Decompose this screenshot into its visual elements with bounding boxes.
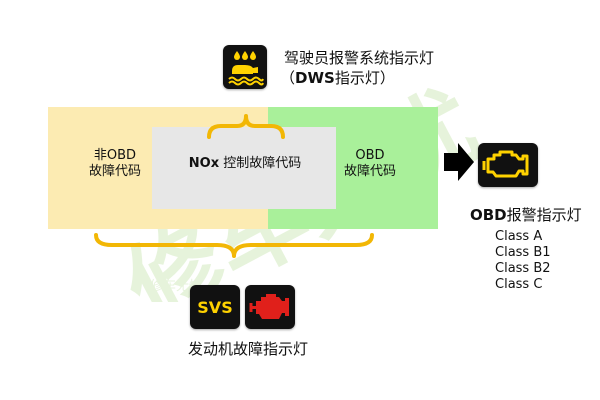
dws-subtitle-rest: 指示灯） bbox=[334, 69, 395, 87]
dws-subtitle-open: （ bbox=[280, 69, 296, 87]
obd-line1: OBD bbox=[355, 148, 385, 163]
dws-subtitle: （DWS指示灯） bbox=[280, 68, 395, 88]
obd-title-rest: 报警指示灯 bbox=[506, 206, 582, 224]
arrow-right-icon bbox=[444, 143, 474, 181]
obd-label: OBD 故障代码 bbox=[328, 148, 412, 180]
non-obd-label: 非OBD 故障代码 bbox=[80, 148, 150, 180]
brace-top-icon bbox=[207, 114, 285, 139]
svs-text: SVS bbox=[197, 297, 233, 317]
nox-region bbox=[152, 127, 336, 209]
engine-red-icon bbox=[245, 285, 295, 329]
svs-icon: SVS bbox=[190, 285, 240, 329]
obd-line2: 故障代码 bbox=[343, 164, 396, 179]
nox-rest: 控制故障代码 bbox=[219, 156, 302, 171]
brace-bottom-icon bbox=[94, 233, 374, 258]
nox-prefix: NOx bbox=[188, 156, 220, 171]
class-item: Class A bbox=[495, 229, 543, 244]
non-obd-line1: 非OBD bbox=[93, 148, 137, 163]
class-item: Class B1 bbox=[495, 245, 551, 260]
nox-label: NOx 控制故障代码 bbox=[160, 155, 330, 173]
obd-title-code: OBD bbox=[470, 206, 507, 224]
dws-icon bbox=[223, 45, 267, 89]
obd-class-list: Class A Class B1 Class B2 Class C bbox=[495, 229, 551, 293]
obd-title: OBD报警指示灯 bbox=[470, 205, 582, 225]
watermark-small-text: 修车无忧 bbox=[150, 278, 202, 294]
non-obd-line2: 故障代码 bbox=[88, 164, 141, 179]
class-item: Class B2 bbox=[495, 261, 551, 276]
class-item: Class C bbox=[495, 277, 543, 292]
dws-title: 驾驶员报警系统指示灯 bbox=[284, 49, 435, 67]
dws-subtitle-code: DWS bbox=[295, 69, 335, 87]
obd-engine-icon bbox=[478, 143, 538, 187]
engine-indicator-label: 发动机故障指示灯 bbox=[188, 340, 309, 358]
